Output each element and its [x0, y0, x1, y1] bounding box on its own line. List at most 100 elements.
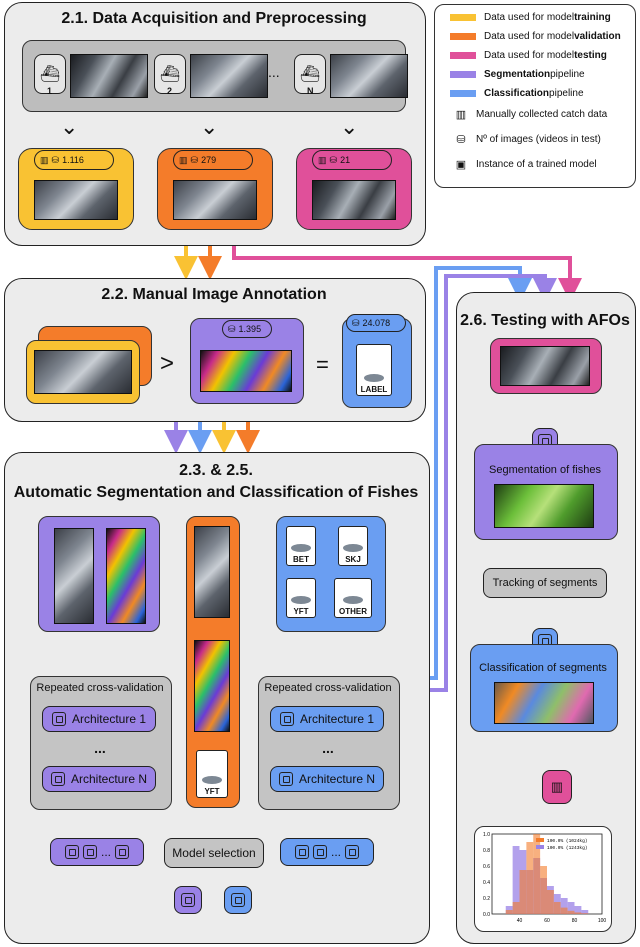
- legend-prefix: Data used for model: [484, 50, 575, 61]
- cls-models-row: ...: [280, 838, 374, 866]
- seg-fishes-photo: [494, 484, 594, 528]
- chip-icon: [279, 712, 294, 726]
- x-tick-label: 40: [517, 918, 523, 924]
- vessel-n-label: N: [307, 86, 314, 96]
- vessel-1-photo: [70, 54, 148, 98]
- legend-item: Data used for model testing: [450, 50, 607, 61]
- chip-icon: [294, 845, 309, 859]
- validation-count: 279: [201, 155, 217, 165]
- legend-suffix: pipeline: [549, 88, 584, 99]
- chip-icon: [50, 772, 65, 786]
- cls-arch-dots: ...: [322, 740, 334, 756]
- legend-swatch: [450, 52, 476, 59]
- bar-chart-icon: ▥: [179, 154, 188, 165]
- fish-icon: [343, 596, 363, 604]
- legend-bold: Segmentation: [484, 69, 551, 80]
- legend-icon-item: ▥Manually collected catch data: [450, 108, 607, 121]
- testing-badge: ▥⛁ 21: [312, 150, 392, 170]
- x-tick-label: 60: [544, 918, 550, 924]
- bar-chart-icon: ▥: [40, 154, 49, 165]
- species-skj: SKJ: [345, 555, 361, 564]
- seg-models-row: ...: [50, 838, 144, 866]
- species-card-yft: YFT: [286, 578, 316, 618]
- model-selection: Model selection: [164, 838, 264, 868]
- training-badge: ▥⛁ 1.116: [34, 150, 114, 170]
- vessel-2-label: 2: [167, 86, 173, 96]
- chip-icon: [181, 893, 195, 907]
- legend-swatch: [536, 838, 544, 842]
- seg-arch-1-label: Architecture 1: [71, 712, 147, 726]
- histogram-bar: [567, 902, 575, 914]
- cls-cv-title: Repeated cross-validation: [264, 682, 392, 694]
- cls-arch-1: Architecture 1: [270, 706, 384, 732]
- legend-item: Classification pipeline: [450, 88, 584, 99]
- x-tick-label: 100: [598, 918, 607, 924]
- legend-swatch: [450, 71, 476, 78]
- histogram-bar: [526, 842, 534, 914]
- fish-icon: [343, 544, 363, 552]
- annotated-photo: [200, 350, 292, 392]
- chip-icon: [64, 845, 79, 859]
- database-icon: ⛁: [456, 134, 466, 146]
- database-icon: ⛁: [51, 154, 60, 165]
- annotated-count: 1.395: [238, 324, 262, 334]
- ship-icon: ⛴: [154, 54, 186, 94]
- cls-arch-n: Architecture N: [270, 766, 384, 792]
- legend-prefix: Data used for model: [484, 12, 575, 23]
- label-card: LABEL: [356, 344, 392, 396]
- histogram-bar: [560, 898, 568, 914]
- annotation-title: 2.2. Manual Image Annotation: [101, 286, 327, 303]
- acquisition-title: 2.1. Data Acquisition and Preprocessing: [61, 10, 367, 27]
- fish-icon: [364, 374, 384, 382]
- cls-segments-label: Classification of segments: [479, 662, 607, 674]
- tracking-label: Tracking of segments: [492, 577, 598, 589]
- histogram-bar: [581, 910, 589, 914]
- selected-cls-model: [224, 886, 252, 914]
- testing-photo: [312, 180, 396, 220]
- legend-item: Data used for model validation: [450, 31, 621, 42]
- histogram-bar: [533, 834, 541, 914]
- test-input-photo: [500, 346, 590, 386]
- chevron-down-icon: ⌄: [200, 114, 219, 139]
- ship-icon: ⛴: [294, 54, 326, 94]
- label-badge: ⛁ 24.078: [346, 314, 406, 332]
- fish-icon: [291, 596, 311, 604]
- chip-icon: [51, 712, 66, 726]
- yft-card-text: YFT: [204, 787, 220, 796]
- seg-train-photo: [54, 528, 94, 624]
- histogram-bar: [512, 846, 520, 914]
- cls-models-dots: ...: [330, 845, 341, 859]
- legend-item: Segmentation pipeline: [450, 69, 585, 80]
- species-card-skj: SKJ: [338, 526, 368, 566]
- y-tick-label: 0.4: [483, 880, 490, 886]
- histogram-bar: [553, 902, 561, 914]
- legend-icon-label: Instance of a trained model: [476, 159, 597, 170]
- database-icon: ⛁: [190, 154, 199, 165]
- chip-icon: [82, 845, 97, 859]
- tracking-box: Tracking of segments: [483, 568, 607, 598]
- x-tick-label: 80: [572, 918, 578, 924]
- seg-arch-1: Architecture 1: [42, 706, 156, 732]
- fish-icon: [291, 544, 311, 552]
- selected-seg-model: [174, 886, 202, 914]
- y-tick-label: 0.2: [483, 896, 490, 902]
- y-tick-label: 0.6: [483, 864, 490, 870]
- seg-arch-n: Architecture N: [42, 766, 156, 792]
- legend-bold: testing: [574, 50, 607, 61]
- bar-chart-icon: ▥: [455, 109, 467, 121]
- database-icon: ⛁: [228, 323, 236, 334]
- training-count: 1.116: [62, 155, 84, 165]
- chevron-down-icon: ⌄: [340, 114, 359, 139]
- histogram-bar: [512, 902, 520, 914]
- y-tick-label: 1.0: [483, 832, 490, 838]
- histogram-bar: [560, 907, 568, 914]
- equals-sign: =: [316, 352, 329, 377]
- legend-suffix: pipeline: [550, 69, 585, 80]
- species-yft: YFT: [293, 607, 309, 616]
- legend-swatch: [450, 14, 476, 21]
- legend-bold: validation: [574, 31, 621, 42]
- seg-cv-title: Repeated cross-validation: [36, 682, 164, 694]
- bar-chart-icon: ▥: [318, 154, 327, 165]
- cls-arch-1-label: Architecture 1: [299, 712, 375, 726]
